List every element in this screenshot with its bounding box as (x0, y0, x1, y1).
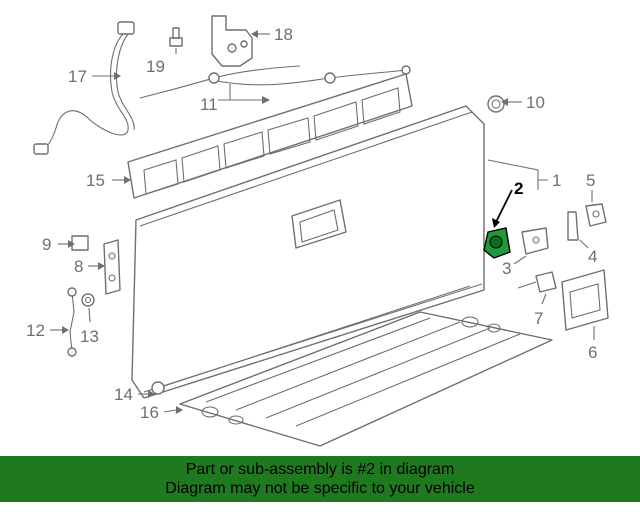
part-8-striker (103, 239, 121, 295)
callout-4[interactable]: 4 (588, 247, 597, 266)
part-3-bracket (521, 227, 549, 255)
part-17-wiring-harness (33, 21, 135, 155)
callout-10[interactable]: 10 (526, 93, 545, 112)
tailgate-exploded-diagram: 1 2 3 4 5 6 7 8 9 10 11 12 13 14 15 16 1… (26, 15, 609, 447)
part-7-switch (517, 271, 557, 293)
banner-line-2: Diagram may not be specific to your vehi… (165, 480, 475, 497)
callout-17[interactable]: 17 (68, 67, 87, 86)
callout-7[interactable]: 7 (534, 309, 543, 328)
callout-19[interactable]: 19 (146, 57, 165, 76)
callout-1[interactable]: 1 (552, 171, 561, 190)
highlight-notice-banner: Part or sub-assembly is #2 in diagram Di… (0, 456, 640, 502)
part-4-rod-clip (567, 211, 579, 241)
part-12-cable (67, 287, 77, 357)
callout-12[interactable]: 12 (26, 321, 45, 340)
callout-9[interactable]: 9 (42, 235, 51, 254)
part-16-tailgate-mat (179, 311, 553, 447)
callout-16[interactable]: 16 (140, 403, 159, 422)
callout-18[interactable]: 18 (274, 25, 293, 44)
part-13-washer (81, 293, 95, 307)
callout-8[interactable]: 8 (74, 257, 83, 276)
part-5-clip (585, 203, 607, 227)
callout-15[interactable]: 15 (86, 171, 105, 190)
callout-6[interactable]: 6 (588, 343, 597, 362)
part-2-latch-highlighted (483, 227, 511, 259)
callout-11[interactable]: 11 (200, 95, 218, 114)
banner-line-1: Part or sub-assembly is #2 in diagram (185, 461, 455, 478)
callout-3[interactable]: 3 (502, 259, 511, 278)
part-6-handle (561, 269, 609, 331)
part-15-tailgate-panel (127, 73, 413, 199)
part-9-block (71, 235, 89, 251)
part-18-hinge (211, 15, 253, 67)
part-10-bumper (487, 95, 505, 113)
part-19-bolt (169, 27, 183, 47)
part-14-rod (151, 285, 471, 395)
callout-5[interactable]: 5 (586, 171, 595, 190)
callout-2[interactable]: 2 (514, 179, 523, 198)
callout-14[interactable]: 14 (114, 385, 133, 404)
callout-13[interactable]: 13 (80, 327, 99, 346)
